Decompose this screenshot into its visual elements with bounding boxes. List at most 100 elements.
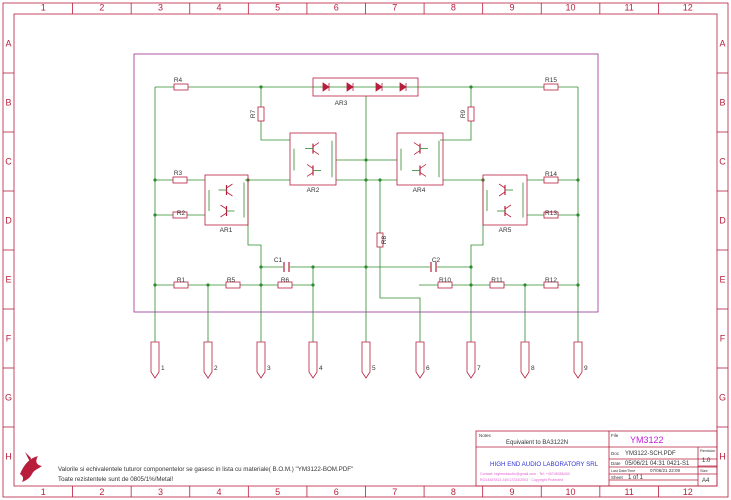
note-line-2: Toate rezistentele sunt de 0805/1%/Metal… [58,476,174,483]
size-value: A4 [702,478,710,484]
company-name: HIGH END AUDIO LABORATORY SRL [490,461,599,468]
capacitors [283,262,437,272]
pin-4: 4 [308,341,323,379]
resistor-label: R12 [545,277,557,284]
row-label: H [5,452,12,462]
junctions [153,85,580,287]
array-ar5 [482,174,528,226]
column-label: 10 [566,3,576,13]
column-label: 12 [683,3,693,13]
pin-label: 6 [426,365,430,372]
pin-label: 2 [214,365,218,372]
resistor-label: R4 [174,77,183,84]
row-label: D [719,216,726,226]
pin-6: 6 [415,341,430,379]
row-label: D [5,216,12,226]
column-label: 9 [509,487,514,497]
column-label: 7 [392,3,397,13]
frame-ticks [3,3,728,497]
last-label: Last Date/Time [611,469,635,473]
resistor-label: R7 [250,109,257,118]
column-label: 9 [509,3,514,13]
pins: 1 2 3 4 5 6 7 8 9 [150,341,588,379]
resistor-label: R8 [381,235,388,244]
row-label: E [5,275,11,285]
row-label: C [5,157,12,167]
column-label: 3 [158,3,163,13]
column-label: 1 [41,487,46,497]
row-label: C [719,157,726,167]
row-label: F [6,334,12,344]
doc-value: YM3122-SCH.PDF [625,451,676,457]
note-line-1: Valorile si echivalentele tuturor compon… [58,466,353,473]
column-label: 11 [624,487,633,497]
array-label: AR3 [335,100,348,107]
pin-7: 7 [466,341,481,379]
file-title: YM3122 [630,435,664,445]
file-label: File [611,433,619,438]
row-label: E [719,275,725,285]
row-label: H [719,452,726,462]
wires [154,86,579,342]
title-block [475,430,718,487]
array-label: AR5 [499,227,512,234]
pin-label: 5 [372,365,376,372]
row-label: G [5,393,12,403]
column-label: 4 [217,3,222,13]
column-label: 3 [158,487,163,497]
pin-5: 5 [361,341,376,379]
last-value: 07/06/21 22:09 [650,468,681,473]
resistor-label: R14 [545,171,557,178]
resistor-label: R1 [177,277,186,284]
size-label: Size [700,468,709,473]
address-line: RO14487813 J40/17234/2003 · Copyright Pr… [480,478,563,482]
row-label: A [719,39,725,49]
column-label: 6 [334,3,339,13]
array-ar1 [204,174,249,226]
column-label: 12 [683,487,693,497]
notes-label: Notes [479,433,492,438]
column-label: 10 [566,487,576,497]
array-label: AR4 [413,187,426,194]
row-label: F [720,334,726,344]
column-label: 8 [451,3,456,13]
row-label: B [719,98,725,108]
revision-value: 1.0 [702,458,711,464]
doc-label: Doc [611,451,620,456]
resistor-label: R11 [491,277,503,284]
eagle-logo [20,452,42,482]
resistor-label: R9 [460,109,467,118]
resistor-label: R2 [177,210,186,217]
date-label: Date [611,461,621,466]
date-value: 05/06/21 04:31 0421-S1 [625,461,690,467]
capacitor-label: C2 [432,257,441,264]
resistor-label: R3 [174,170,183,177]
row-label: A [5,39,11,49]
pin-label: 8 [531,365,535,372]
sheet-value: 1 of 1 [628,475,644,481]
sheet-label: Sheet [611,475,624,480]
array-label: AR1 [220,227,233,234]
column-label: 4 [217,487,222,497]
pin-label: 1 [161,365,165,372]
resistor-label: R5 [227,277,236,284]
pin-1: 1 [150,341,165,379]
title-block-text: Notes Equivalent to BA3122N File YM3122 … [479,433,715,484]
pin-label: 4 [319,365,323,372]
array-ar2 [289,132,337,186]
contact-line: Contact: highendaudio@gmail.com · Tel: +… [480,472,570,476]
pin-3: 3 [256,341,271,379]
pin-9: 9 [573,341,588,379]
pin-label: 3 [267,365,271,372]
equivalent-text: Equivalent to BA3122N [506,440,568,446]
diode-array [312,77,419,97]
array-label: AR2 [307,187,320,194]
column-label: 1 [41,3,46,13]
capacitor-label: C1 [274,257,283,264]
resistor-label: R10 [439,277,451,284]
resistor-label: R13 [545,210,557,217]
resistor-label: R6 [281,277,290,284]
